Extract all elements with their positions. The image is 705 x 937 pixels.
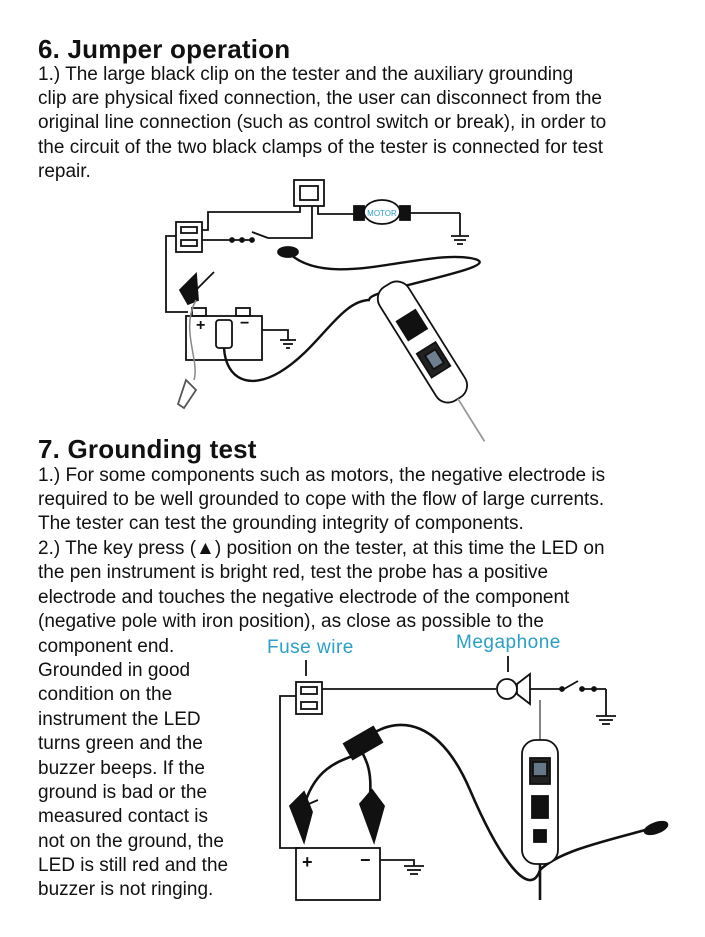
section-7-line: the pen instrument is bright red, test t… xyxy=(38,562,549,583)
megaphone-label: Megaphone xyxy=(456,632,561,653)
section-6-line: clip are physical fixed connection, the … xyxy=(38,88,602,109)
battery-minus-label: − xyxy=(240,315,249,332)
section-7-title: 7. Grounding test xyxy=(38,434,257,464)
section-7-line: The tester can test the grounding integr… xyxy=(38,513,524,534)
section-7-side-line: LED is still red and the xyxy=(38,855,229,876)
section-7-side-line: ground is bad or the xyxy=(38,782,208,803)
section-7-side-line: not on the ground, the xyxy=(38,831,224,852)
section-7-side-line: buzzer is not ringing. xyxy=(38,879,214,900)
section-7-line: 2.) The key press (▲) position on the te… xyxy=(38,538,605,559)
section-7-side-line: buzzer beeps. If the xyxy=(38,758,205,779)
section-6-title: 6. Jumper operation xyxy=(38,34,291,64)
section-7-line: (negative pole with iron position), as c… xyxy=(38,611,544,632)
section-7-side-line: instrument the LED xyxy=(38,709,201,730)
section-6-line: the circuit of the two black clamps of t… xyxy=(38,137,603,158)
section-7-side-line: component end. xyxy=(38,636,175,657)
battery-minus-label: − xyxy=(360,850,371,870)
section-7-side-line: Grounded in good xyxy=(38,660,191,681)
section-7-side-line: condition on the xyxy=(38,684,173,705)
section-6-line: repair. xyxy=(38,161,91,182)
section-7-line: 1.) For some components such as motors, … xyxy=(38,465,606,486)
section-7-side-line: measured contact is xyxy=(38,806,209,827)
section-6-line: 1.) The large black clip on the tester a… xyxy=(38,64,574,85)
motor-label: MOTOR xyxy=(367,209,397,218)
battery-plus-label: + xyxy=(302,852,313,872)
section-7-line: electrode and touches the negative elect… xyxy=(38,587,570,608)
fuse-wire-label: Fuse wire xyxy=(267,637,354,658)
section-7-side-line: turns green and the xyxy=(38,733,203,754)
battery-plus-label: + xyxy=(196,317,205,334)
section-7-line: required to be well grounded to cope wit… xyxy=(38,489,605,510)
section-6-line: original line connection (such as contro… xyxy=(38,112,607,133)
